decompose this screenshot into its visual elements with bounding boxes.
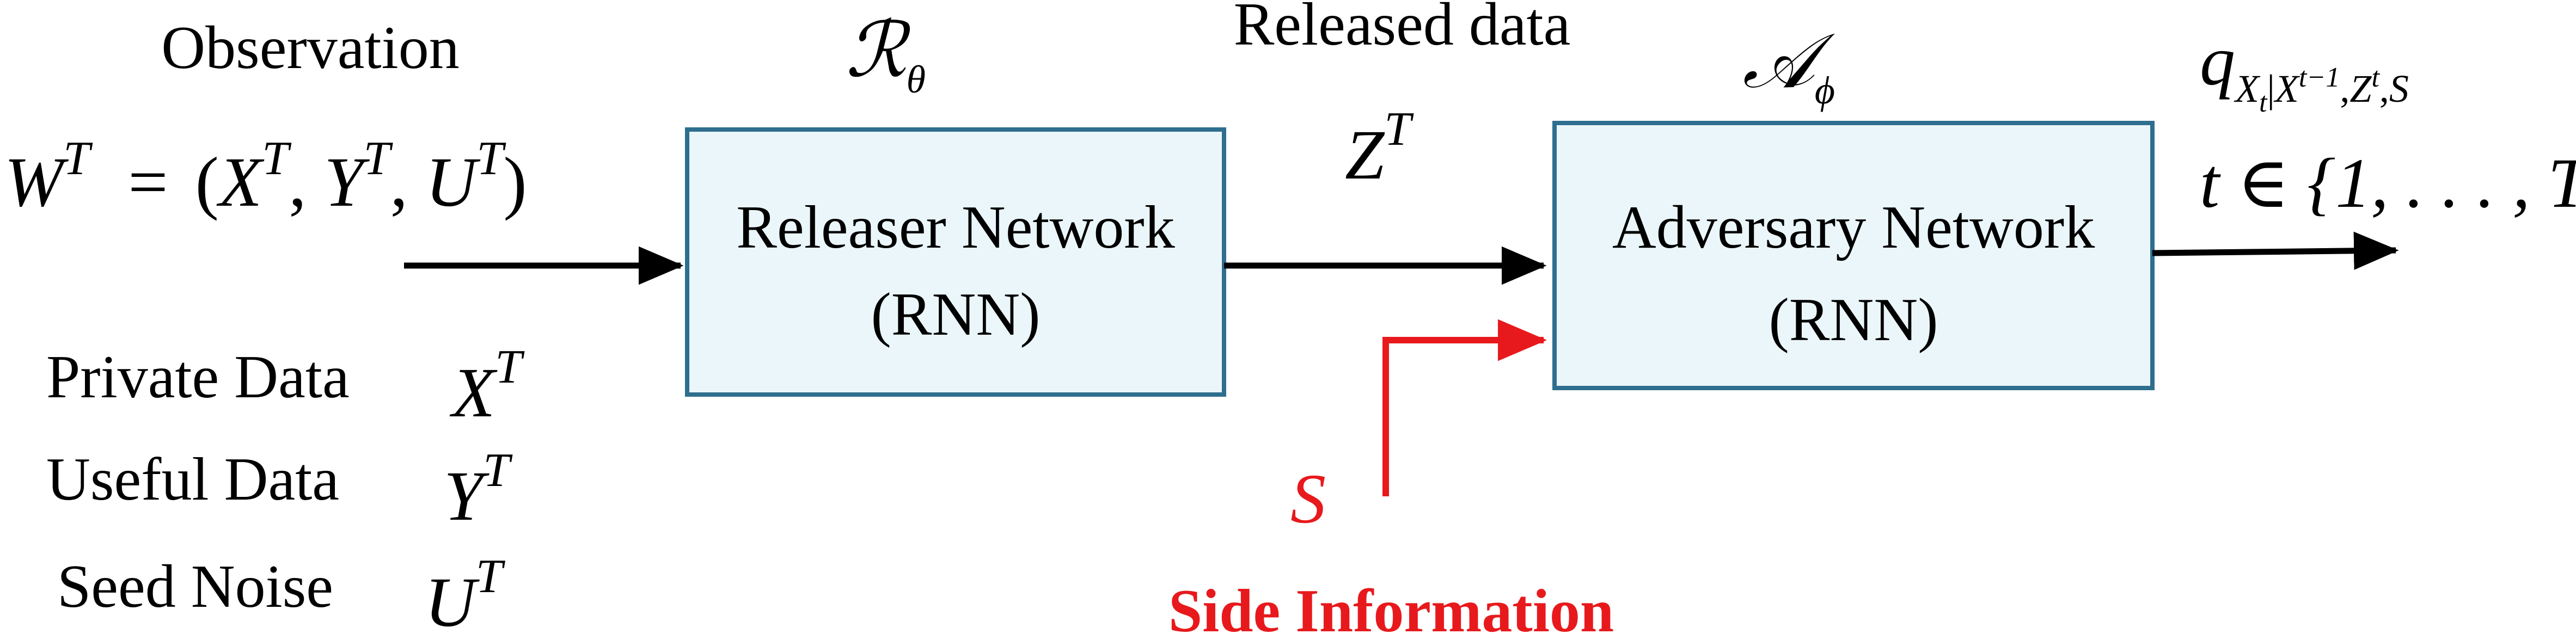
side-info-label: Side Information — [1168, 577, 1614, 640]
adversary-network-type: (RNN) — [1769, 286, 1938, 354]
observation-label: Observation — [161, 14, 459, 82]
releaser-network-type: (RNN) — [871, 281, 1040, 348]
releaser-network-title: Releaser Network — [736, 194, 1174, 261]
private-data-symbol: XT — [449, 341, 525, 432]
adversary-network-title: Adversary Network — [1612, 194, 2095, 261]
adversary-symbol: 𝒜ϕ — [1742, 20, 1835, 112]
released-data-symbol: ZT — [1345, 103, 1414, 194]
seed-noise-symbol: UT — [425, 550, 506, 640]
private-data-label: Private Data — [46, 343, 350, 411]
releaser-symbol: ℛθ — [846, 9, 926, 101]
output-arrow — [2152, 231, 2399, 270]
useful-data-symbol: YT — [444, 444, 513, 536]
output-distribution: qXt|Xt−1,Zt,S — [2200, 22, 2409, 118]
releaser-network-box — [685, 127, 1226, 397]
observation-formula: WT=(XT, YT, UT) — [4, 132, 527, 221]
adversary-network-box — [1552, 121, 2155, 390]
released-data-label: Released data — [1234, 0, 1571, 58]
side-info-symbol: S — [1290, 460, 1326, 538]
side-info-arrow — [1382, 319, 1547, 496]
seed-noise-label: Seed Noise — [57, 553, 333, 620]
time-range: t ∈ {1, . . . , T} — [2200, 144, 2576, 223]
useful-data-label: Useful Data — [46, 446, 339, 513]
